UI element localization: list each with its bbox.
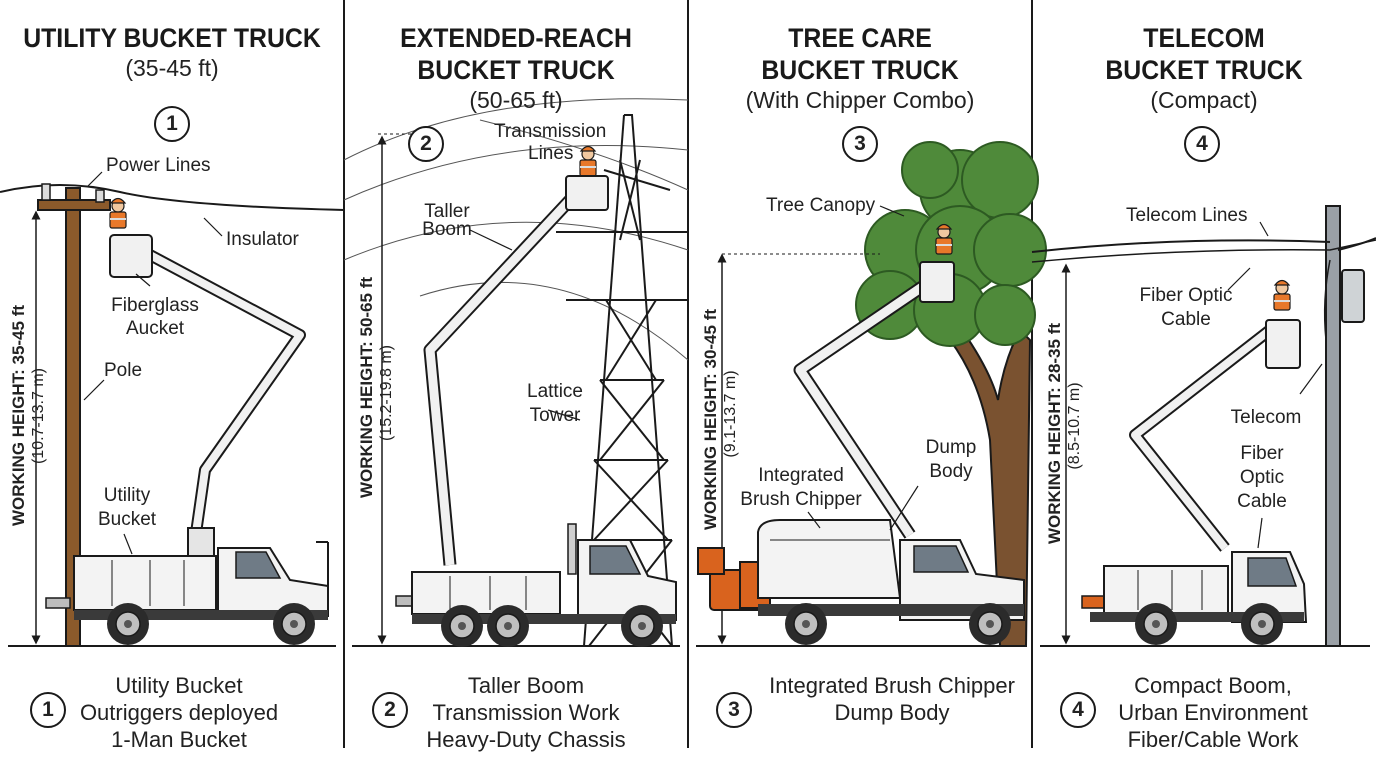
panel-1-title: UTILITY BUCKET TRUCK [14, 22, 330, 54]
label-pole: Pole [104, 360, 143, 381]
caption-line: Heavy-Duty Chassis [426, 727, 626, 752]
panel-2-number-badge: 2 [408, 126, 444, 162]
panel-4-title-line-1: TELECOM [1143, 23, 1265, 53]
panel-3-title-line-1: TREE CARE [788, 23, 932, 53]
panel-2-height-metric: (15.2-19.8 m) [378, 344, 395, 442]
panel-3-height-label: WORKING HEIGHT: 30-45 ft [701, 308, 720, 530]
panel-2-range: (50-65 ft) [469, 87, 563, 113]
panel-3-title: TREE CARE BUCKET TRUCK [702, 22, 1018, 86]
label-lines: Lines [528, 143, 574, 164]
panel-4-caption: Compact Boom, Urban Environment Fiber/Ca… [1108, 672, 1318, 753]
panel-dividers [343, 0, 1033, 748]
caption-line: Taller Boom [467, 673, 585, 698]
caption-line: Utility Bucket [115, 673, 243, 698]
label-optic: Optic [1239, 467, 1285, 488]
label-insulator: Insulator [226, 229, 299, 250]
panel-2-title: EXTENDED-REACH BUCKET TRUCK [358, 22, 674, 86]
label-transmission: Transmission [494, 121, 607, 142]
panel-1-caption: Utility Bucket Outriggers deployed 1-Man… [74, 672, 284, 753]
caption-line: 1-Man Bucket [111, 727, 247, 752]
label-cable-2: Cable [1237, 491, 1287, 512]
panel-4-range: (Compact) [1150, 87, 1258, 113]
panel-3-range: (With Chipper Combo) [745, 87, 975, 113]
panel-3-working-height: WORKING HEIGHT: 30-45 ft (9.1-13.7 m) [700, 298, 741, 530]
label-bucket: Bucket [97, 509, 157, 530]
label-tree-canopy: Tree Canopy [766, 195, 876, 216]
caption-line: Outriggers deployed [79, 700, 279, 725]
panel-3-art [697, 141, 1047, 647]
panel-2-caption: Taller Boom Transmission Work Heavy-Duty… [420, 672, 632, 753]
panel-3-caption-badge: 3 [716, 692, 752, 728]
caption-line: Urban Environment [1118, 700, 1308, 725]
panel-3-title-line-2: BUCKET TRUCK [761, 55, 959, 85]
label-tower: Tower [529, 405, 581, 426]
label-fiberglass: Fiberglass [111, 295, 199, 316]
caption-line: Compact Boom, [1134, 673, 1292, 698]
label-fiber-optic: Fiber Optic [1139, 285, 1233, 306]
caption-line: Transmission Work [432, 700, 620, 725]
panel-2-caption-badge: 2 [372, 692, 408, 728]
panel-1-caption-badge: 1 [30, 692, 66, 728]
panel-1-number-badge: 1 [154, 106, 190, 142]
label-utility: Utility [103, 485, 151, 506]
panel-1-range: (35-45 ft) [125, 55, 219, 81]
caption-line: Integrated Brush Chipper [769, 673, 1015, 698]
panel-4-height-label: WORKING HEIGHT: 28-35 ft [1045, 322, 1064, 544]
panel-1-working-height: WORKING HEIGHT: 35-45 ft (10.7-13.7 m) [8, 304, 49, 526]
panel-3-height-metric: (9.1-13.7 m) [722, 370, 739, 458]
panel-4-art [1031, 205, 1376, 647]
caption-line: Dump Body [834, 700, 950, 725]
panel-2-height-label: WORKING HEIGHT: 50-65 ft [357, 276, 376, 498]
panel-4-title: TELECOM BUCKET TRUCK [1046, 22, 1362, 86]
panel-1-art [0, 171, 345, 647]
label-fiber: Fiber [1240, 443, 1284, 464]
label-dump: Dump [925, 437, 977, 458]
panel-1-title-line-1: UTILITY BUCKET TRUCK [23, 23, 321, 53]
panel-1-height-metric: (10.7-13.7 m) [30, 367, 47, 465]
caption-line: Fiber/Cable Work [1127, 727, 1299, 752]
label-boom: Boom [422, 219, 472, 240]
label-taller: Taller [424, 201, 470, 222]
label-integrated: Integrated [758, 465, 844, 486]
label-aucket: Aucket [125, 318, 185, 339]
panel-2-working-height: WORKING HEIGHT: 50-65 ft (15.2-19.8 m) [356, 276, 397, 498]
panel-1-height-label: WORKING HEIGHT: 35-45 ft [9, 304, 28, 526]
panel-4-working-height: WORKING HEIGHT: 28-35 ft (8.5-10.7 m) [1044, 308, 1085, 544]
label-telecom: Telecom [1230, 407, 1302, 428]
panel-3-caption: Integrated Brush Chipper Dump Body [764, 672, 1020, 726]
panel-2-title-line-1: EXTENDED-REACH [400, 23, 632, 53]
label-brush-chipper: Brush Chipper [740, 489, 862, 510]
label-power-lines: Power Lines [106, 155, 211, 176]
panel-4-caption-badge: 4 [1060, 692, 1096, 728]
panel-4-number-badge: 4 [1184, 126, 1220, 162]
label-lattice: Lattice [527, 381, 583, 402]
panel-2-title-line-2: BUCKET TRUCK [417, 55, 615, 85]
panel-4-height-metric: (8.5-10.7 m) [1066, 382, 1083, 470]
label-cable: Cable [1161, 309, 1211, 330]
panel-4-title-line-2: BUCKET TRUCK [1105, 55, 1303, 85]
label-body: Body [929, 461, 973, 482]
panel-3-number-badge: 3 [842, 126, 878, 162]
panel-2-art [343, 98, 689, 648]
label-telecom-lines: Telecom Lines [1126, 205, 1248, 226]
